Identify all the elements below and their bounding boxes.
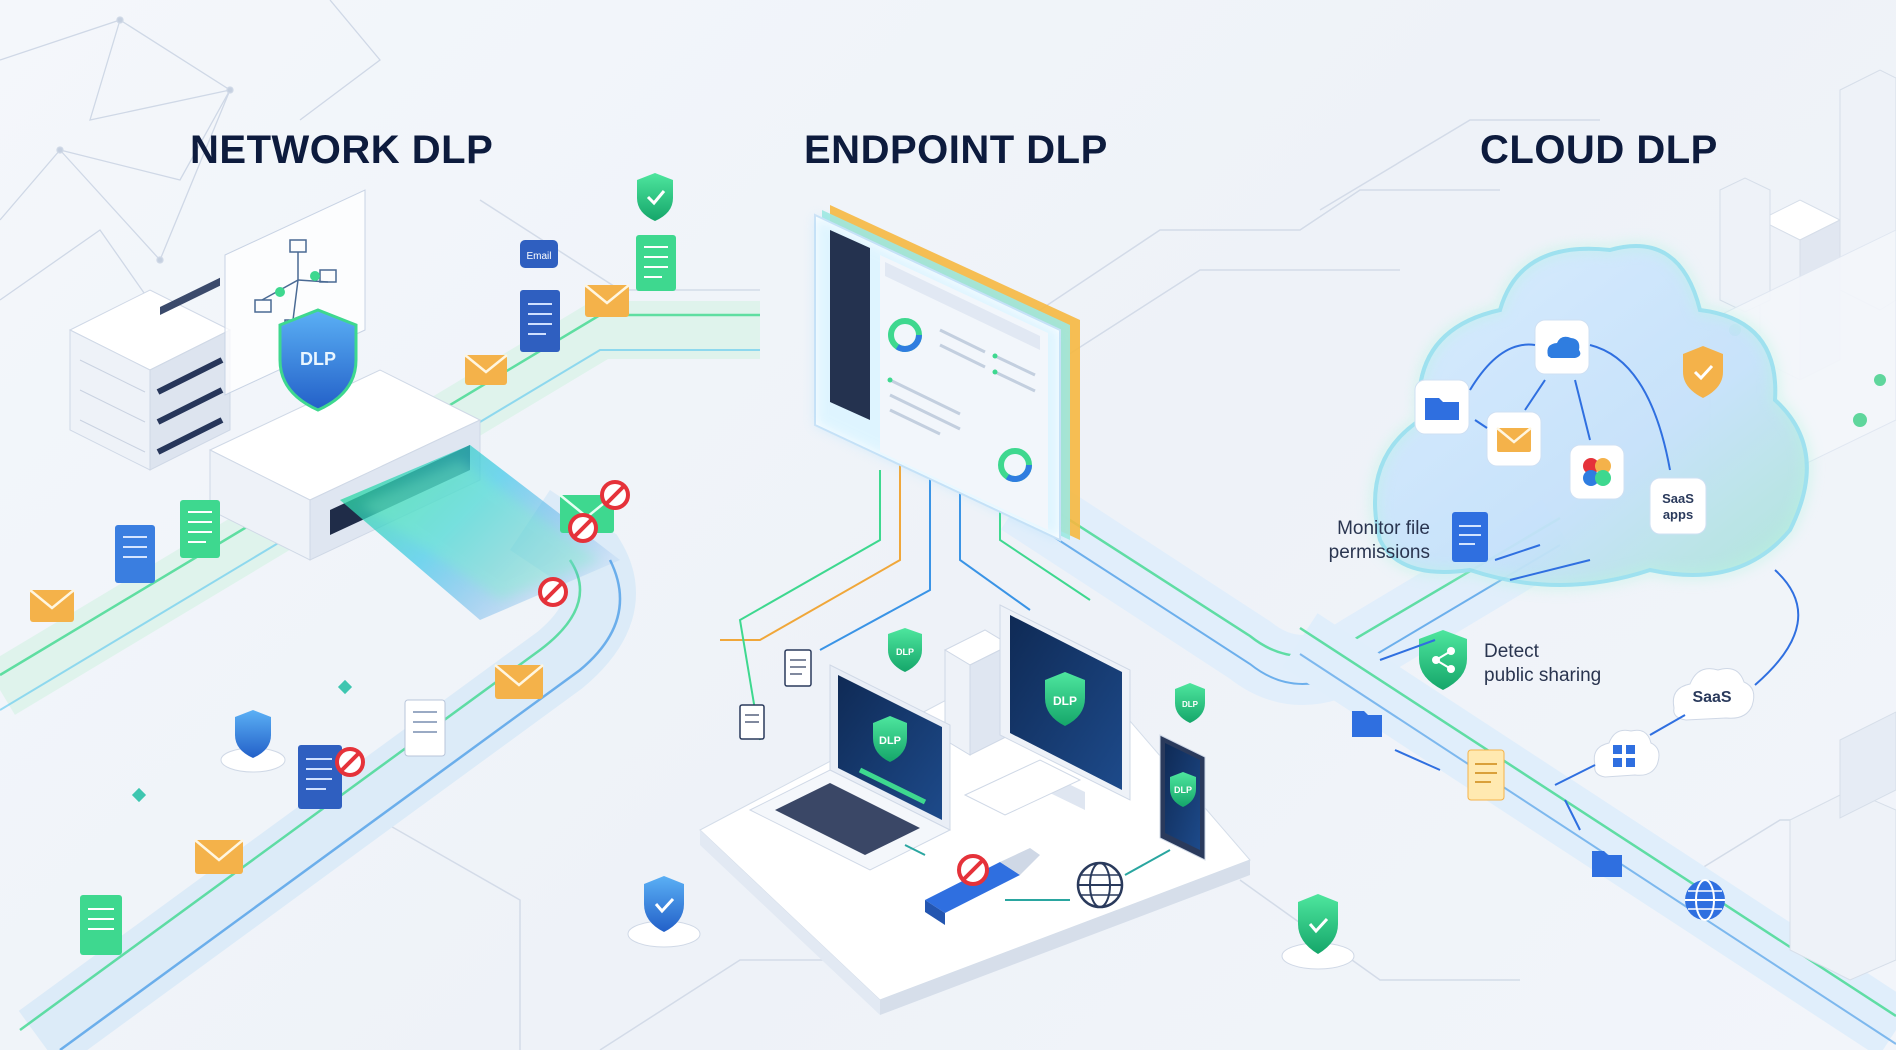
- envelope-icon: [29, 589, 75, 622]
- desktop-monitor: DLP: [963, 604, 1131, 816]
- document-icon: [739, 704, 765, 740]
- flow-arrows: [904, 844, 1171, 901]
- folder-icon: [1414, 379, 1470, 435]
- network-dlp-shield-icon: DLP: [278, 308, 358, 412]
- saas-apps-line2: apps: [1663, 507, 1693, 522]
- blocked-icon: [600, 480, 630, 510]
- email-badge-icon: Email: [520, 240, 558, 268]
- saas-bubble: SaaS: [1672, 668, 1755, 721]
- share-shield-icon: [1419, 630, 1467, 690]
- permission-document-icon: [1452, 512, 1488, 562]
- document-icon: [180, 500, 220, 558]
- app-grid-bubble: [1593, 729, 1660, 778]
- cloud-flow-lane: [1000, 470, 1896, 1050]
- shield-pedestal-icon: [220, 710, 286, 773]
- shield-check-icon: [637, 173, 673, 221]
- server-rack: [68, 277, 232, 471]
- document-icon: [115, 525, 155, 583]
- saas-bubble-text: SaaS: [1692, 689, 1731, 706]
- laptop-dlp-badge-text: DLP: [879, 735, 901, 747]
- email-badge-text: Email: [526, 251, 551, 262]
- envelope-icon: [584, 284, 630, 317]
- usb-drive-icon: [925, 848, 1040, 925]
- document-icon: [404, 699, 446, 757]
- blocked-icon: [568, 513, 598, 543]
- mail-app-icon: [1486, 411, 1542, 467]
- envelope-icon: [494, 664, 544, 699]
- shield-pedestal-icon: [627, 876, 701, 948]
- document-icon: [520, 290, 560, 352]
- cloud-storage-icon: [1534, 319, 1590, 375]
- blocked-icon: [957, 854, 989, 886]
- blocked-icon: [538, 577, 568, 607]
- workspace-app-icon: [1569, 444, 1625, 500]
- monitor-caption-line1: Monitor file: [1337, 518, 1430, 539]
- endpoint-console-monitor: [814, 205, 1080, 542]
- detect-caption-line2: public sharing: [1484, 665, 1602, 686]
- cloud-flow-arrows: [1379, 544, 1800, 831]
- envelope-icon: [194, 839, 244, 874]
- phone-dlp-badge-text: DLP: [1174, 785, 1192, 795]
- laptop: DLP: [748, 664, 952, 871]
- blocked-icon: [335, 747, 365, 777]
- network-data-items: Email: [29, 173, 676, 955]
- folder-icon: [1352, 711, 1382, 737]
- cloud-flow-items: [1352, 711, 1725, 921]
- saas-apps-line1: SaaS: [1662, 491, 1694, 506]
- saas-apps-tile: SaaS apps: [1649, 477, 1707, 535]
- document-icon: [784, 649, 812, 687]
- cloud-dlp-title: CLOUD DLP: [1480, 128, 1718, 172]
- cloud-shield-check-icon: [1683, 346, 1723, 398]
- document-icon: [1467, 749, 1505, 801]
- network-dlp-badge-text: DLP: [300, 349, 336, 369]
- document-icon: [80, 895, 122, 955]
- document-icon: [636, 235, 676, 291]
- background-network-lines: [0, 0, 381, 331]
- monitor-file-permissions-caption: Monitor file permissions: [1318, 517, 1430, 565]
- monitor-caption-line2: permissions: [1328, 542, 1430, 563]
- detect-public-sharing-caption: Detect public sharing: [1484, 640, 1601, 688]
- globe-icon: [1685, 879, 1725, 921]
- detect-caption-line1: Detect: [1484, 641, 1539, 662]
- phone-shield-badge-text: DLP: [1182, 700, 1199, 709]
- endpoint-dlp-title: ENDPOINT DLP: [804, 128, 1108, 172]
- folder-icon: [1592, 851, 1622, 877]
- globe-icon: [1076, 861, 1124, 909]
- shield-dlp-icon: DLP: [888, 628, 922, 672]
- cloud-sync-arrows: [1469, 343, 1671, 471]
- smartphone: DLP: [1159, 734, 1206, 861]
- shield-pedestal-icon: [1281, 894, 1355, 970]
- shield-dlp-icon: DLP: [1175, 683, 1205, 723]
- envelope-icon: [464, 354, 508, 385]
- document-icon: [298, 745, 342, 809]
- network-dlp-title: NETWORK DLP: [190, 128, 494, 172]
- endpoint-dlp-badge-text: DLP: [896, 647, 914, 657]
- desktop-dlp-badge-text: DLP: [1053, 694, 1077, 708]
